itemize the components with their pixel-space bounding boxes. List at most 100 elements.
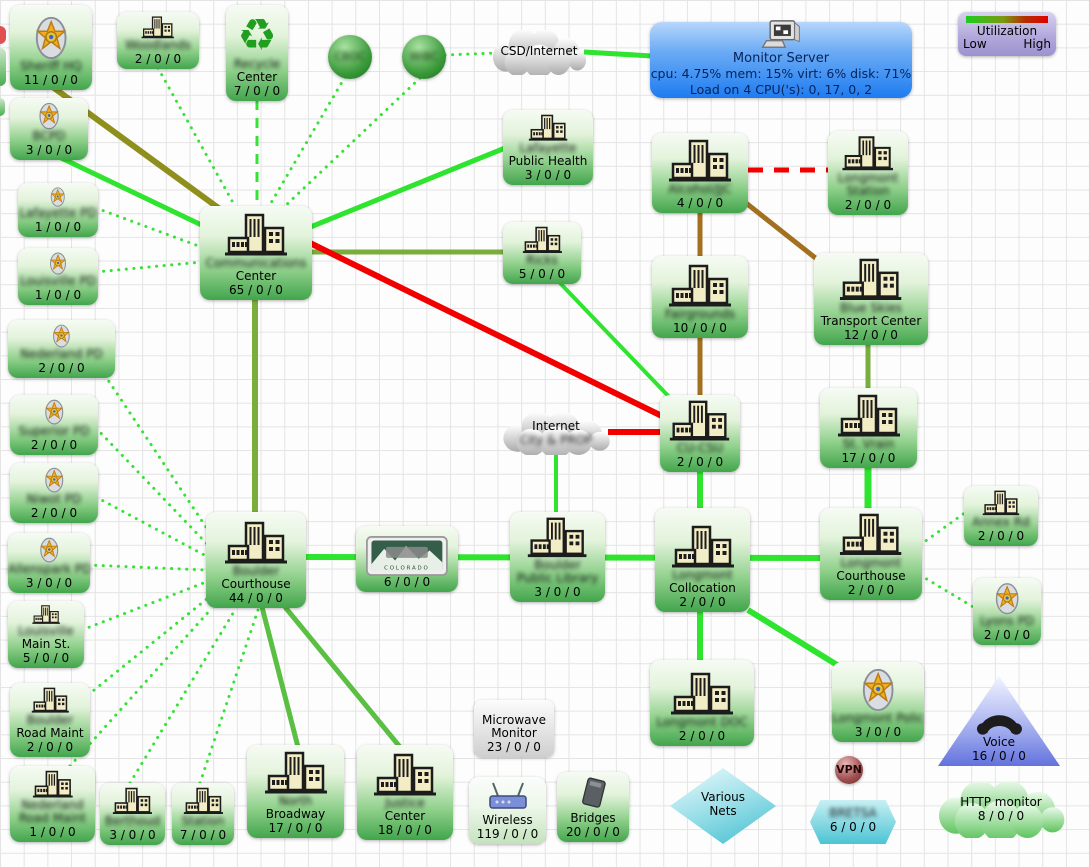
net-circle-node[interactable]: CBOC	[328, 35, 372, 79]
monitor-server-node[interactable]: Monitor Server cpu: 4.75% mem: 15% virt:…	[650, 20, 912, 98]
link-wibc-circle-node-to-csd-internet-cloud	[443, 51, 499, 57]
wibc-circle-node[interactable]: WiBC	[402, 35, 446, 79]
badge-icon	[10, 5, 92, 60]
link-net-circle-node-to-comm-center-node	[266, 75, 347, 210]
edge-artifact-green-1	[0, 48, 6, 86]
legend-title: Utilization	[976, 24, 1038, 38]
building-icon	[100, 783, 165, 815]
link-road-maint-2-node-to-boulder-courthouse-node	[86, 596, 210, 697]
building-icon	[503, 110, 593, 142]
node-label: WiBC	[409, 50, 439, 64]
monitor-server-load: Load on 4 CPU('s): 0, 17, 0, 2	[689, 82, 873, 97]
csd-internet-cloud[interactable]: CSD/Internet	[490, 30, 588, 75]
building-icon	[10, 683, 90, 714]
building-icon	[247, 745, 344, 795]
edge-artifact-red	[0, 26, 6, 44]
link-wibc-circle-node-to-comm-center-node	[281, 76, 422, 210]
link-louisville-pd-node-to-comm-center-node	[94, 260, 204, 274]
badge-icon	[8, 320, 115, 348]
phone-icon	[938, 703, 1060, 736]
badge-icon	[10, 463, 98, 493]
building-icon	[652, 256, 748, 308]
legend-high-label: High	[1023, 37, 1051, 51]
vpn-node[interactable]: VPN	[835, 756, 863, 784]
link-bcpd-node-to-comm-center-node	[53, 152, 214, 233]
badge-icon	[973, 578, 1041, 615]
badge-icon	[18, 183, 98, 207]
building-icon	[655, 508, 750, 569]
monitor-server-stats: cpu: 4.75% mem: 15% virt: 6% disk: 71%	[650, 66, 912, 81]
clerk-plate-node[interactable]: COLORADO 6 / 0 / 0	[356, 526, 458, 592]
router-icon	[469, 777, 546, 814]
link-csd-internet-cloud-to-monitor-server	[583, 49, 653, 59]
link-nederland-pd-node-to-boulder-courthouse-node	[90, 354, 210, 532]
link-longmont-courthouse-node-to-lyons-pd-node	[918, 573, 977, 610]
building-icon	[964, 486, 1038, 516]
building-icon	[357, 745, 453, 797]
building-icon	[117, 12, 199, 39]
badge-icon	[8, 533, 90, 563]
utilization-legend: Utilization Low High	[958, 12, 1056, 56]
